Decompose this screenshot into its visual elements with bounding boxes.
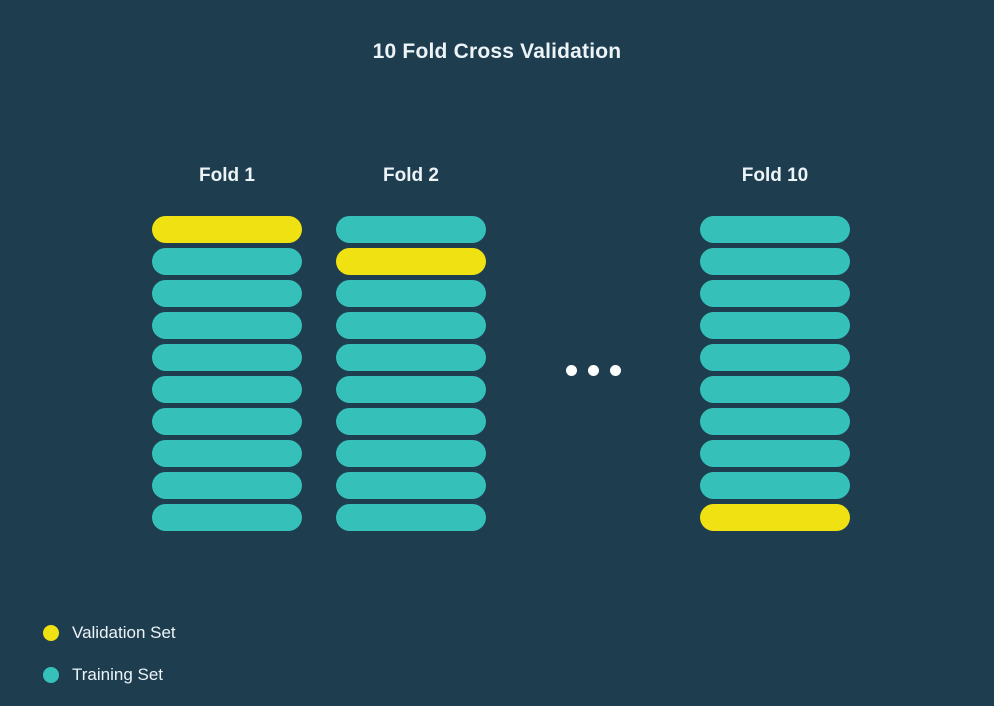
training-bar: [336, 408, 486, 435]
fold-10-bars: [700, 216, 850, 531]
training-bar: [152, 440, 302, 467]
fold-column-10: Fold 10: [700, 163, 850, 531]
training-bar: [336, 280, 486, 307]
diagram-title: 10 Fold Cross Validation: [372, 40, 622, 63]
training-bar: [700, 216, 850, 243]
validation-bar: [152, 216, 302, 243]
training-bar: [700, 280, 850, 307]
legend-item-training: Training Set: [43, 662, 176, 687]
fold-column-2: Fold 2: [336, 163, 486, 531]
training-bar: [700, 408, 850, 435]
training-bar: [152, 280, 302, 307]
training-bar: [336, 344, 486, 371]
training-bar: [700, 312, 850, 339]
fold-1-label: Fold 1: [199, 165, 255, 186]
training-bar: [336, 504, 486, 531]
fold-column-1: Fold 1: [152, 163, 302, 531]
training-bar: [700, 344, 850, 371]
training-bar: [152, 248, 302, 275]
fold-2-label: Fold 2: [383, 165, 439, 186]
training-set-dot-icon: [43, 666, 59, 683]
training-bar: [700, 376, 850, 403]
training-bar: [336, 216, 486, 243]
legend: Validation Set Training Set: [43, 620, 176, 687]
training-bar: [152, 312, 302, 339]
validation-bar: [336, 248, 486, 275]
fold-2-bars: [336, 216, 486, 531]
training-bar: [336, 440, 486, 467]
ellipsis-dots-icon: [566, 365, 621, 376]
fold-1-bars: [152, 216, 302, 531]
fold-10-label: Fold 10: [741, 165, 809, 186]
training-bar: [336, 312, 486, 339]
legend-label-validation: Validation Set: [72, 622, 176, 642]
legend-label-training: Training Set: [72, 664, 164, 684]
ellipsis-dot: [610, 365, 621, 376]
training-bar: [700, 440, 850, 467]
training-bar: [700, 248, 850, 275]
training-bar: [152, 408, 302, 435]
training-bar: [336, 472, 486, 499]
validation-set-dot-icon: [43, 624, 59, 641]
training-bar: [152, 376, 302, 403]
validation-bar: [700, 504, 850, 531]
ellipsis-dot: [588, 365, 599, 376]
ellipsis-dot: [566, 365, 577, 376]
legend-item-validation: Validation Set: [43, 620, 176, 645]
training-bar: [152, 504, 302, 531]
training-bar: [700, 472, 850, 499]
training-bar: [152, 344, 302, 371]
training-bar: [152, 472, 302, 499]
training-bar: [336, 376, 486, 403]
